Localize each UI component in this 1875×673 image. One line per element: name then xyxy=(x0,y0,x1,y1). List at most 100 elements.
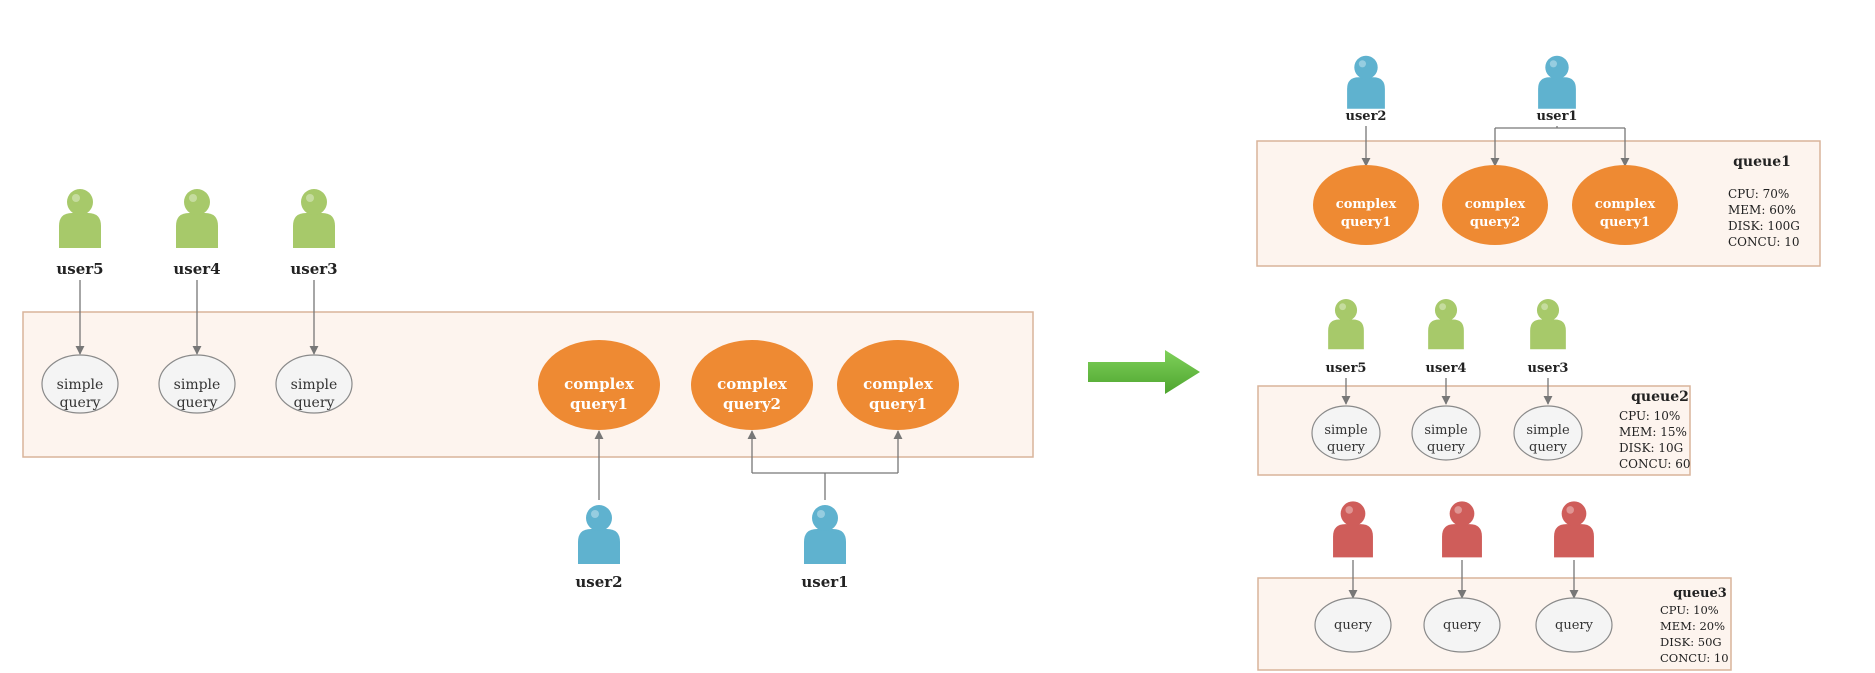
user-body xyxy=(1333,524,1373,558)
user-label: user4 xyxy=(1426,361,1467,376)
user-label: user1 xyxy=(801,573,848,591)
query-label: complex xyxy=(863,375,934,393)
complex-query-node xyxy=(1313,165,1419,245)
user-label: user1 xyxy=(1537,109,1578,124)
query-label: simple xyxy=(1324,423,1368,438)
queue-stat: CONCU: 60 xyxy=(1619,457,1691,471)
query-label: query xyxy=(1555,618,1594,633)
user-body xyxy=(1530,319,1566,350)
simple-query-node xyxy=(1314,597,1392,653)
queue-stat: DISK: 10G xyxy=(1619,441,1683,455)
user-body xyxy=(59,213,101,248)
complex-query-node xyxy=(1442,165,1548,245)
user-label: user3 xyxy=(290,260,337,278)
user-head xyxy=(812,505,838,531)
queue-stat: MEM: 60% xyxy=(1728,203,1796,217)
query-label: query xyxy=(1427,440,1466,455)
user-icon-blue xyxy=(804,505,846,564)
user-icon-red xyxy=(1554,501,1594,558)
query-label: complex xyxy=(1595,197,1656,212)
query-label: complex xyxy=(564,375,635,393)
user-label: user4 xyxy=(173,260,220,278)
queue-stat: MEM: 15% xyxy=(1619,425,1687,439)
simple-query-node xyxy=(1513,405,1583,461)
user-label: user3 xyxy=(1528,361,1569,376)
query-label: complex xyxy=(1465,197,1526,212)
user-icon-blue xyxy=(578,505,620,564)
simple-query-node xyxy=(41,354,119,414)
query-label: query xyxy=(1443,618,1482,633)
query-label: query1 xyxy=(1600,215,1650,230)
user-body xyxy=(1428,319,1464,350)
user-icon-green xyxy=(293,189,335,248)
queue-title: queue3 xyxy=(1673,586,1727,601)
queue-stat: CPU: 10% xyxy=(1619,409,1680,423)
simple-query-node xyxy=(1411,405,1481,461)
user-head xyxy=(301,189,327,215)
queue-stat: CPU: 10% xyxy=(1660,603,1719,617)
user-icon-blue xyxy=(1347,55,1385,109)
query-label: simple xyxy=(1526,423,1570,438)
complex-query-node xyxy=(691,340,813,430)
user-head xyxy=(1334,299,1358,322)
user-head-highlight xyxy=(1549,60,1557,68)
complex-query-node xyxy=(1572,165,1678,245)
user-head-highlight xyxy=(306,194,314,202)
query-label: query1 xyxy=(1341,215,1391,230)
user-icon-green xyxy=(1428,299,1464,350)
user-body xyxy=(1347,77,1385,109)
user-head xyxy=(1536,299,1560,322)
user-body xyxy=(293,213,335,248)
user-label: user5 xyxy=(1326,361,1367,376)
queue-stat: MEM: 20% xyxy=(1660,619,1725,633)
user-icon-red xyxy=(1333,501,1373,558)
user-head xyxy=(1434,299,1458,322)
query-label: query1 xyxy=(570,395,628,413)
user-head-highlight xyxy=(1566,506,1574,514)
query-label: query xyxy=(177,395,218,411)
user-body xyxy=(1442,524,1482,558)
user-icon-green xyxy=(1328,299,1364,350)
query-label: query2 xyxy=(1470,215,1520,230)
user-head xyxy=(184,189,210,215)
user-head-highlight xyxy=(1541,303,1548,311)
user-head xyxy=(1340,501,1366,527)
simple-query-node xyxy=(275,354,353,414)
query-label: simple xyxy=(174,377,221,393)
user-head-highlight xyxy=(1439,303,1446,311)
query-label: complex xyxy=(1336,197,1397,212)
right-arrow-icon xyxy=(1088,350,1200,394)
queue-title: queue1 xyxy=(1733,154,1791,170)
query-label: query2 xyxy=(723,395,781,413)
query-label: query xyxy=(60,395,101,411)
user-head-highlight xyxy=(189,194,197,202)
queue-title: queue2 xyxy=(1631,389,1689,405)
simple-query-node xyxy=(158,354,236,414)
user-head-highlight xyxy=(1339,303,1346,311)
query-label: query xyxy=(1529,440,1568,455)
complex-query-node xyxy=(538,340,660,430)
user-head xyxy=(1354,55,1378,80)
user-head-highlight xyxy=(1345,506,1353,514)
user-head-highlight xyxy=(1454,506,1462,514)
simple-query-node xyxy=(1535,597,1613,653)
user-icon-green xyxy=(59,189,101,248)
user-head-highlight xyxy=(591,510,599,518)
user-label: user2 xyxy=(1346,109,1387,124)
user-head xyxy=(1545,55,1569,80)
query-label: simple xyxy=(291,377,338,393)
user-head xyxy=(586,505,612,531)
user-head-highlight xyxy=(817,510,825,518)
user-head xyxy=(1449,501,1475,527)
queue-stat: CONCU: 10 xyxy=(1660,651,1729,665)
queue-stat: DISK: 50G xyxy=(1660,635,1722,649)
query-label: simple xyxy=(57,377,104,393)
user-head-highlight xyxy=(1358,60,1366,68)
simple-query-node xyxy=(1423,597,1501,653)
user-icon-green xyxy=(1530,299,1566,350)
query-label: complex xyxy=(717,375,788,393)
queue-stat: CONCU: 10 xyxy=(1728,235,1800,249)
query-label: simple xyxy=(1424,423,1468,438)
user-label: user5 xyxy=(56,260,103,278)
user-icon-green xyxy=(176,189,218,248)
